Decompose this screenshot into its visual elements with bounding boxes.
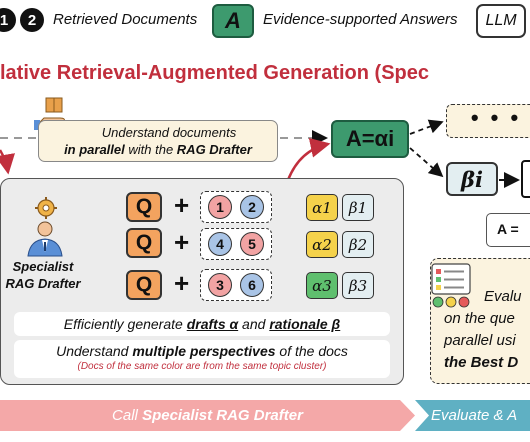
rationale-beta-i-box: βi (446, 162, 498, 196)
rationale-beta-1: β1 (342, 194, 374, 221)
understand-line-1: Understand documents (101, 125, 237, 140)
legend-llm-box: LLM (476, 4, 526, 38)
answer-alpha-i-box: A=αi (331, 120, 409, 158)
query-box-3: Q (126, 270, 162, 300)
legend-answer-badge: A (212, 4, 254, 38)
legend-doc-2: 2 (20, 8, 44, 32)
doc-1: 1 (208, 195, 232, 219)
verifier-box (521, 160, 530, 198)
doc-5: 5 (240, 232, 264, 256)
understand-docs-box: Understand documents in parallel with th… (38, 120, 278, 162)
plus-sign-1: + (174, 190, 190, 220)
doc-group-2: 4 5 (200, 228, 272, 260)
doc-3: 3 (208, 273, 232, 297)
legend-retrieved-label: Retrieved Documents (53, 11, 198, 28)
legend-doc-1: 1 (0, 8, 16, 32)
final-answer-box: A = (486, 213, 530, 247)
understand-line-2: in parallel with the RAG Drafter (64, 142, 252, 157)
draft-alpha-3: α3 (306, 272, 338, 299)
specialist-label: Specialist RAG Drafter (5, 259, 81, 291)
red-curve-arrow (0, 149, 15, 175)
specialist-person-icon (27, 197, 63, 257)
plus-sign-2: + (174, 227, 190, 257)
doc-group-3: 3 6 (200, 269, 272, 301)
rationale-beta-3: β3 (342, 272, 374, 299)
evaluate-banner: Evaluate & A (415, 400, 530, 431)
draft-alpha-1: α1 (306, 194, 338, 221)
query-box-1: Q (126, 192, 162, 222)
plus-sign-3: + (174, 268, 190, 298)
drafts-caption: Efficiently generate drafts α and ration… (14, 312, 390, 336)
legend-answer-label: Evidence-supported Answers (263, 11, 458, 28)
doc-6: 6 (240, 273, 264, 297)
perspectives-caption: Understand multiple perspectives of the … (14, 340, 390, 378)
more-drafts-box: • • • (446, 104, 530, 138)
doc-4: 4 (208, 232, 232, 256)
draft-alpha-2: α2 (306, 231, 338, 258)
evaluation-text: Evalu on the que parallel usi the Best D (444, 288, 522, 371)
query-box-2: Q (126, 228, 162, 258)
doc-2: 2 (240, 195, 264, 219)
doc-group-1: 1 2 (200, 191, 272, 223)
call-drafter-banner: Call Specialist RAG Drafter (0, 400, 415, 431)
topic-cluster-note: (Docs of the same color are from the sam… (77, 361, 327, 372)
checklist-feedback-icon (431, 263, 471, 308)
rationale-beta-2: β2 (342, 231, 374, 258)
page-title: lative Retrieval-Augmented Generation (S… (0, 62, 430, 84)
